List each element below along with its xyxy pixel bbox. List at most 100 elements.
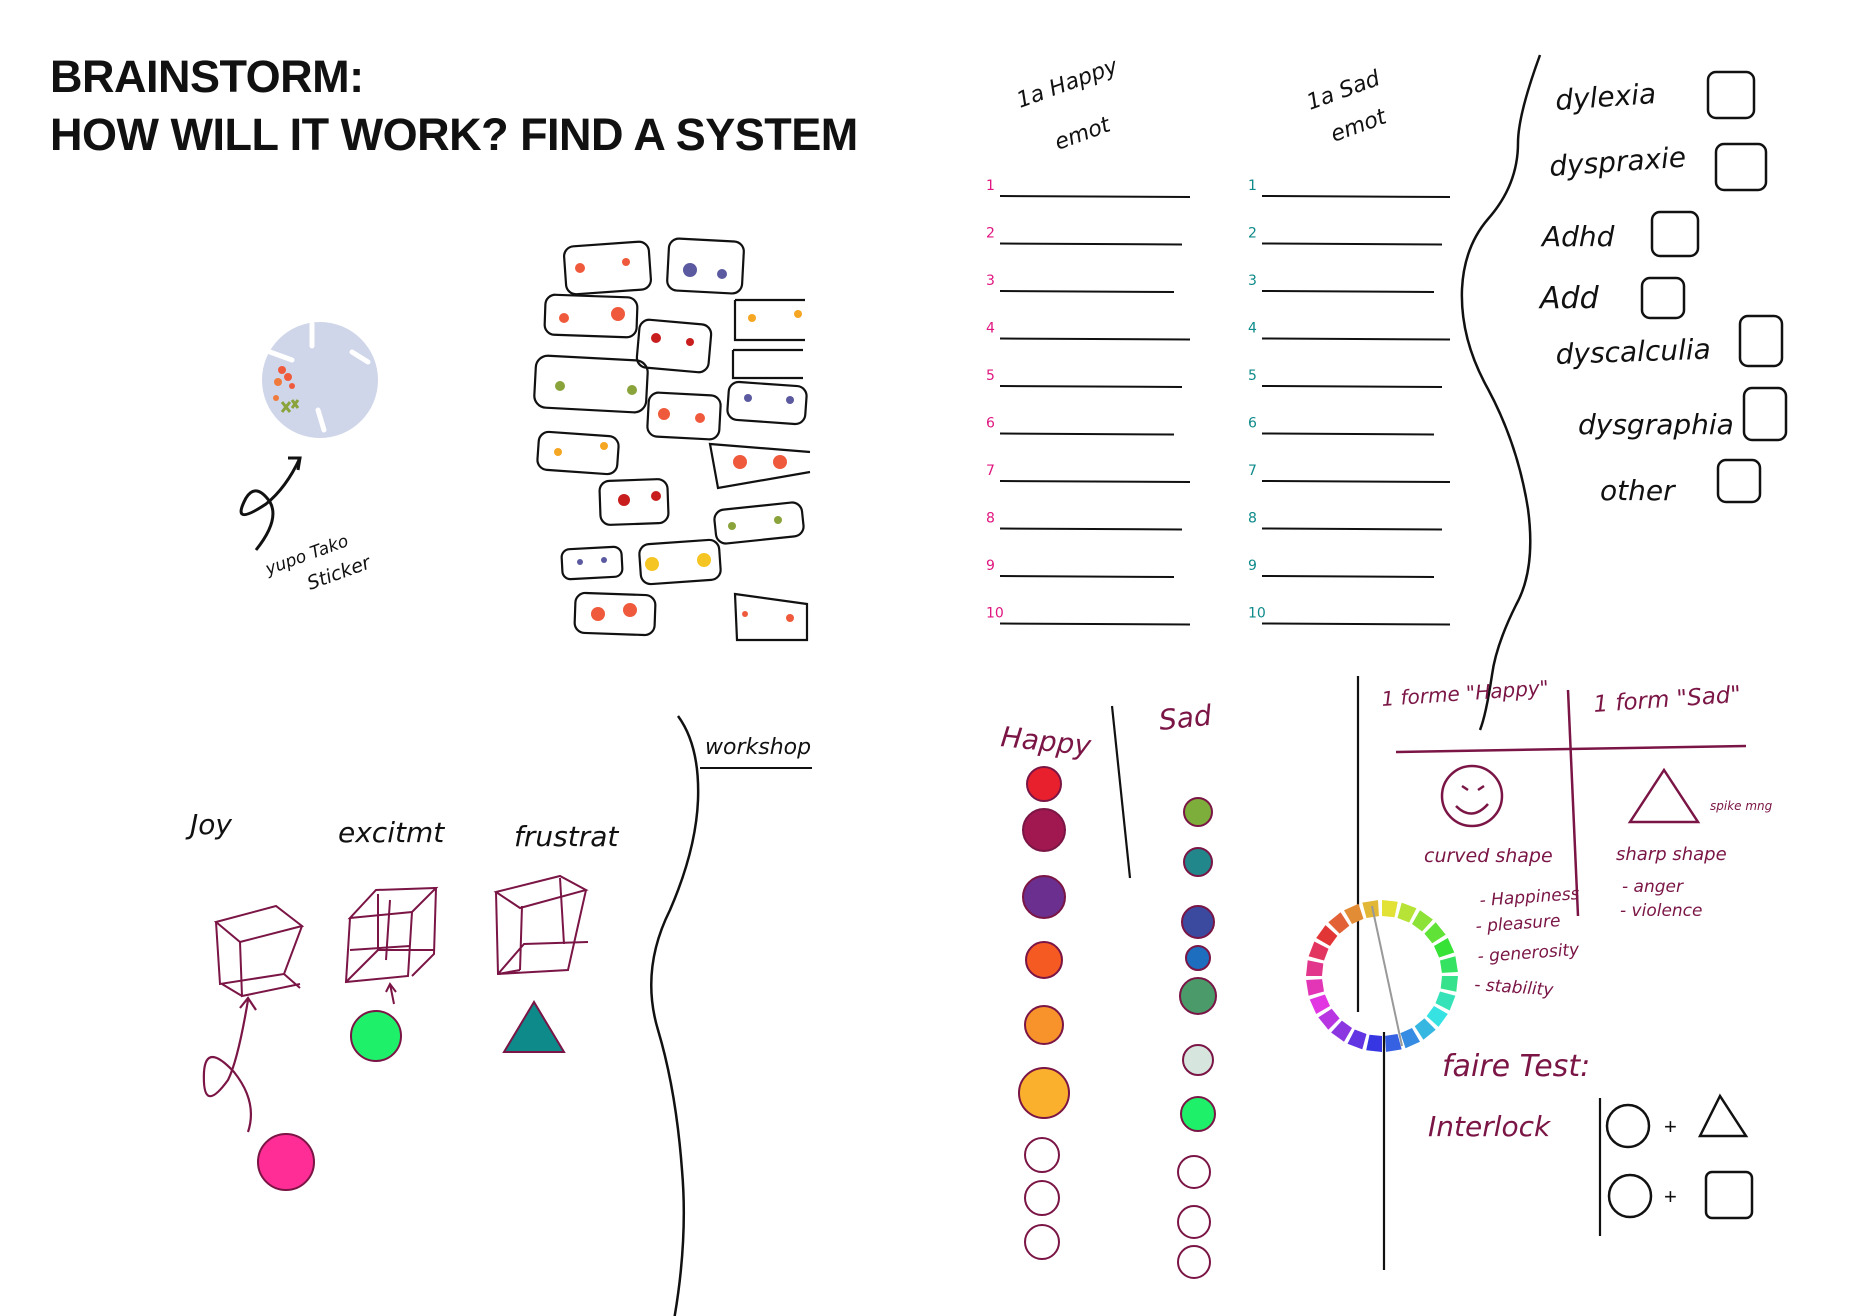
sad-empty-dot [1177, 1245, 1211, 1279]
happy-trait-2: - pleasure [1475, 911, 1561, 937]
condition-label: dyscalculia [1555, 333, 1711, 371]
sad-list-line[interactable] [1261, 432, 1435, 436]
workshop-label: workshop [705, 735, 811, 760]
happy-empty-dot [1024, 1180, 1060, 1216]
sad-color-dot [1183, 797, 1213, 827]
condition-checkbox[interactable] [1714, 142, 1768, 192]
color-wheel-segment [1435, 991, 1456, 1011]
frustration-cube [493, 874, 589, 976]
sad-shape-label: sharp shape [1616, 844, 1727, 865]
sad-list-number: 9 [1248, 558, 1257, 574]
condition-item[interactable]: other [1600, 458, 1762, 507]
condition-item[interactable]: Add [1538, 276, 1686, 320]
frustration-triangle [502, 1000, 566, 1053]
happy-list-line[interactable] [999, 195, 1191, 198]
happy-colors-label: Happy [999, 720, 1093, 762]
sad-list-number: 1 [1248, 178, 1257, 194]
color-wheel-segment [1412, 910, 1433, 932]
condition-checkbox[interactable] [1650, 210, 1700, 258]
happy-list-line[interactable] [999, 385, 1183, 388]
color-wheel-segment [1385, 1034, 1402, 1052]
sad-list-number: 7 [1248, 463, 1257, 479]
condition-item[interactable]: Adhd [1540, 210, 1700, 258]
sad-header-line-2: emot [1328, 104, 1391, 147]
sad-list-number: 10 [1248, 606, 1266, 622]
color-wheel-segment [1316, 925, 1338, 946]
sad-list-number: 2 [1248, 226, 1257, 242]
sad-empty-dot [1177, 1155, 1211, 1189]
emotion-frustration-label: frustrat [514, 820, 619, 853]
condition-checkbox[interactable] [1706, 70, 1756, 120]
condition-item[interactable]: dysgraphia [1578, 386, 1788, 442]
color-wheel-segment [1328, 912, 1350, 934]
happy-color-dot [1018, 1067, 1070, 1119]
sad-list-line[interactable] [1261, 527, 1443, 531]
sad-color-dots [1177, 797, 1217, 1279]
sad-color-dot [1179, 977, 1217, 1015]
happy-list-line[interactable] [999, 337, 1191, 341]
happy-color-dots [1018, 766, 1070, 1260]
sad-list-line[interactable] [1261, 195, 1451, 198]
sticker-arrow [239, 457, 302, 551]
happy-color-dot [1025, 941, 1063, 979]
sad-list-line[interactable] [1261, 480, 1451, 483]
svg-text:+: + [1664, 1184, 1677, 1209]
excitement-arrow [385, 982, 397, 1005]
sad-list-line[interactable] [1261, 622, 1451, 626]
condition-checkbox[interactable] [1640, 276, 1686, 320]
happy-list-line[interactable] [999, 290, 1175, 293]
shapes-center-divider [1566, 689, 1580, 917]
color-wheel-segment [1434, 938, 1455, 958]
test-title: faire Test: [1442, 1049, 1590, 1084]
color-wheel-segment [1366, 1034, 1382, 1052]
happy-trait-4: - stability [1474, 975, 1555, 1001]
color-wheel-segment [1424, 922, 1446, 944]
condition-item[interactable]: dylexia [1554, 70, 1756, 120]
page-title: BRAINSTORM: HOW WILL IT WORK? FIND A SYS… [50, 48, 858, 164]
excitement-cube [344, 886, 439, 984]
color-columns: Happy Sad [999, 699, 1217, 1279]
happy-list-line[interactable] [999, 575, 1175, 578]
interlock-circle-icon [1605, 1103, 1651, 1149]
spike-triangle-icon [1627, 767, 1701, 824]
sad-list-number: 8 [1248, 511, 1257, 527]
condition-label: dyspraxie [1548, 141, 1687, 183]
sad-list-number: 6 [1248, 416, 1257, 432]
sticker-cuts [267, 321, 371, 433]
color-wheel-segment [1426, 1006, 1448, 1027]
sad-form-label: 1 form "Sad" [1593, 682, 1742, 718]
joy-cube [213, 904, 305, 998]
happy-color-dot [1026, 766, 1062, 802]
happy-trait-1: - Happiness [1479, 884, 1580, 911]
happy-list-line[interactable] [999, 622, 1191, 626]
sad-list-line[interactable] [1261, 385, 1443, 388]
happy-color-dot [1022, 875, 1066, 919]
happy-list-line[interactable] [999, 242, 1183, 246]
condition-checkbox[interactable] [1716, 458, 1762, 504]
smiley-icon [1440, 764, 1504, 828]
emotion-excitement-label: excitmt [338, 816, 445, 849]
condition-checkbox[interactable] [1738, 314, 1784, 368]
happy-list-line[interactable] [999, 527, 1183, 531]
sad-list-line[interactable] [1261, 242, 1443, 246]
spike-label: spike mng [1710, 799, 1773, 813]
happy-trait-3: - generosity [1477, 940, 1581, 967]
sad-list-line[interactable] [1261, 337, 1451, 341]
sad-trait-1: - anger [1622, 877, 1684, 897]
sad-list-line[interactable] [1261, 290, 1435, 293]
condition-checkbox[interactable] [1742, 386, 1788, 442]
interlock-circle-icon-2 [1607, 1173, 1653, 1219]
condition-item[interactable]: dyspraxie [1548, 141, 1768, 192]
conditions-checklist: dylexia dyspraxie Adhd Add dyscalculia d… [1538, 70, 1788, 507]
color-wheel-segment [1309, 994, 1330, 1014]
happy-form-label: 1 forme "Happy" [1381, 675, 1550, 711]
title-line-1: BRAINSTORM: [50, 51, 364, 102]
emotion-divider-curve [1460, 54, 1542, 731]
sad-list-line[interactable] [1261, 575, 1435, 578]
condition-label: other [1600, 474, 1676, 507]
condition-item[interactable]: dyscalculia [1555, 314, 1784, 371]
color-wheel-segment [1414, 1018, 1436, 1040]
happy-list-line[interactable] [999, 480, 1191, 483]
happy-list-line[interactable] [999, 432, 1175, 436]
